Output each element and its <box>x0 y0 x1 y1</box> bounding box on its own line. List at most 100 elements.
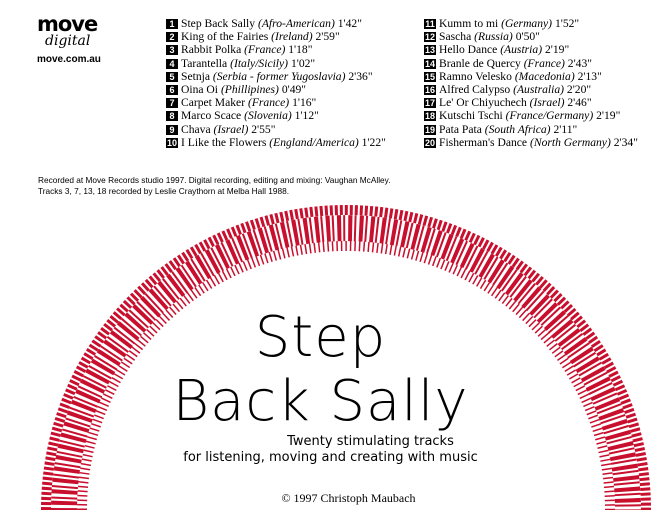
track-number: 17 <box>424 98 437 109</box>
track-origin: (Germany) <box>501 17 553 30</box>
track-number: 4 <box>166 58 178 69</box>
track-duration: 2'20" <box>566 83 592 97</box>
track-title: Rabbit Polka <box>181 43 242 57</box>
credit-line: Tracks 3, 7, 13, 18 recorded by Leslie C… <box>38 186 290 196</box>
track-duration: 1'16" <box>292 96 317 110</box>
track-origin: (France) <box>247 96 290 110</box>
track-origin: (England/America) <box>269 135 359 149</box>
track-duration: 2'55" <box>251 122 276 136</box>
track-number: 12 <box>424 32 437 43</box>
track-title: Setnja <box>181 69 210 83</box>
logo-sub: digital <box>45 33 91 49</box>
logo-url: move.com.au <box>37 54 101 65</box>
track-duration: 2'43" <box>567 56 593 70</box>
track-number: 11 <box>424 19 436 29</box>
track-title: King of the Fairies <box>181 30 269 44</box>
track-number: 8 <box>166 111 178 122</box>
track-number: 5 <box>166 71 178 82</box>
track-duration: 2'13" <box>577 69 602 83</box>
track-origin: (Russia) <box>474 30 513 44</box>
track-title: Kutschi Tschi <box>439 109 503 123</box>
track-duration: 1'22" <box>361 135 386 149</box>
track-origin: (Australia) <box>513 83 564 97</box>
track-number: 18 <box>424 111 437 122</box>
track-title: Marco Scace <box>181 109 242 123</box>
track-origin: (Israel) <box>213 122 249 136</box>
track-duration: 1'12" <box>294 109 319 123</box>
copyright: © 1997 Christoph Maubach <box>281 491 416 505</box>
track-origin: (France/Germany) <box>505 109 594 123</box>
track-origin: (Israel) <box>529 96 565 110</box>
track-number: 3 <box>166 45 178 56</box>
track-origin: (South Africa) <box>484 122 551 136</box>
track-title: I Like the Flowers <box>181 135 267 149</box>
track-origin: (France) <box>244 43 286 57</box>
dancers-ring-legs <box>77 241 615 511</box>
track-duration: 2'19" <box>544 43 570 57</box>
cover-subtitle-line2: for listening, moving and creating with … <box>183 450 478 465</box>
track-title: Oina Oi <box>181 83 219 97</box>
track-origin: (Slovenia) <box>244 109 292 123</box>
track-title: Chava <box>181 122 211 136</box>
track-duration: 0'50" <box>515 30 540 44</box>
track-title: Fisherman's Dance <box>439 135 528 149</box>
track-number: 9 <box>166 124 178 135</box>
track-title: Pata Pata <box>439 122 482 136</box>
track-origin: (North Germany) <box>529 135 611 149</box>
track-title: Alfred Calypso <box>439 83 511 97</box>
track-number: 6 <box>166 85 178 96</box>
logo-brand: move <box>37 12 98 36</box>
track-duration: 1'42" <box>337 17 362 30</box>
track-duration: 2'34" <box>613 135 638 149</box>
track-origin: (Austria) <box>500 43 543 57</box>
track-title: Tarantella <box>181 56 228 70</box>
recording-credits: Recorded at Move Records studio 1997. Di… <box>38 175 391 197</box>
track-number: 13 <box>424 45 437 56</box>
track-duration: 2'19" <box>596 109 621 123</box>
track-title: Kumm to mi <box>439 17 499 30</box>
track-number: 7 <box>166 98 178 109</box>
track-origin: (Italy/Sicily) <box>230 56 289 70</box>
track-duration: 2'36" <box>348 69 373 83</box>
cover-title-line1: Step <box>254 305 387 370</box>
track-number: 14 <box>424 58 437 69</box>
track-origin: (Ireland) <box>271 30 313 44</box>
dancers-ring-bodies <box>51 215 641 511</box>
track-number: 16 <box>424 85 437 96</box>
track-number: 2 <box>166 32 178 43</box>
track-origin: (Macedonia) <box>514 69 575 83</box>
track-duration: 1'02" <box>290 56 316 70</box>
track-origin: (France) <box>523 56 565 70</box>
track-title: Ramno Velesko <box>439 69 512 83</box>
cover-subtitle-line1: Twenty stimulating tracks <box>287 434 454 449</box>
track-number: 19 <box>424 124 437 135</box>
track-origin: (Serbia - former Yugoslavia) <box>212 69 346 83</box>
track-title: Carpet Maker <box>181 96 246 110</box>
cover-title-line2: Back Sally <box>172 369 469 434</box>
track-number: 10 <box>166 137 179 148</box>
track-origin: (Phillipines) <box>220 83 279 97</box>
track-number: 15 <box>424 71 437 82</box>
move-digital-logo: move digital move.com.au <box>37 12 117 66</box>
track-duration: 2'11" <box>553 122 578 136</box>
